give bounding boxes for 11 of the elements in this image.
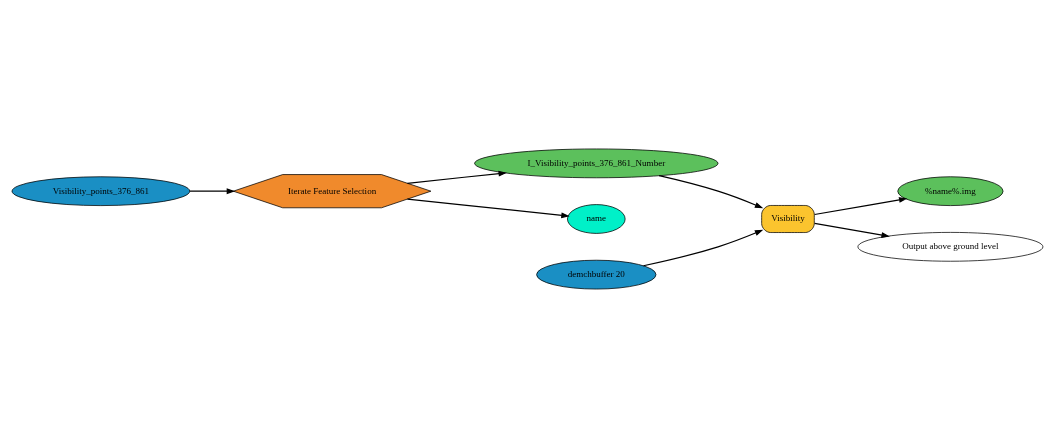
arrow — [814, 222, 890, 238]
arrow — [406, 198, 570, 219]
arrow — [189, 188, 236, 195]
arrow — [406, 170, 507, 184]
node-ellipse: name — [567, 204, 626, 234]
node-ellipse: Visibility_points_376_861 — [11, 176, 191, 206]
node-box: Visibility — [761, 205, 815, 233]
arrow — [642, 229, 764, 267]
arrow — [658, 175, 764, 209]
node-ellipse: demchbuffer 20 — [536, 259, 657, 290]
arrow — [814, 197, 908, 216]
